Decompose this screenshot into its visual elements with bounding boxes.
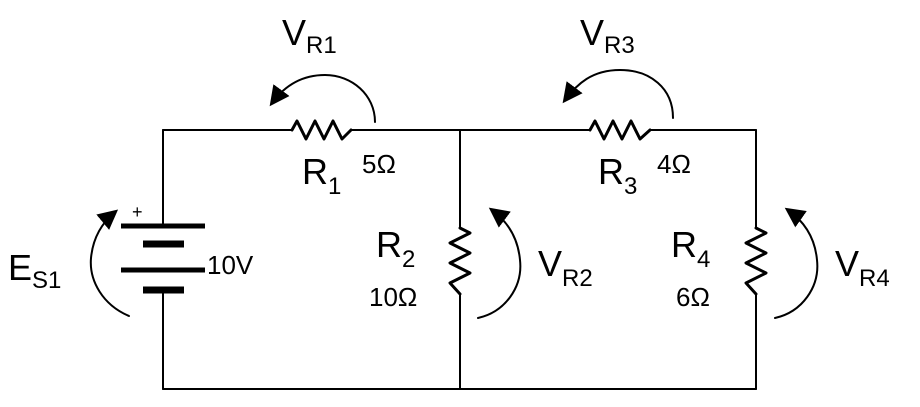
vr2-label: VR2 <box>538 243 593 292</box>
r2-value-label: 10Ω <box>369 282 417 312</box>
r3-value-label: 4Ω <box>657 149 691 179</box>
resistor-r1-zigzag <box>290 119 353 141</box>
r4-value-label: 6Ω <box>676 282 710 312</box>
vr4-label: VR4 <box>835 243 890 292</box>
resistor-r4-zigzag <box>744 226 768 296</box>
resistor-r2-zigzag <box>448 226 472 296</box>
r4-label: R4 <box>671 224 710 273</box>
resistor-r1 <box>290 119 353 141</box>
voltage-labels: VR1 VR3 VR2 VR4 <box>282 12 890 292</box>
vr3-arrow <box>562 69 674 119</box>
battery-source: + <box>121 202 205 294</box>
resistor-r2 <box>448 226 472 296</box>
vr3-label: VR3 <box>580 12 635 59</box>
es1-arrow <box>89 209 130 317</box>
resistor-r4 <box>744 226 768 296</box>
resistor-r3-zigzag <box>588 119 652 141</box>
vr4-arrow <box>774 207 819 319</box>
component-labels: ES1 10V R1 5Ω R3 4Ω R2 10Ω R4 6Ω <box>8 149 710 312</box>
circuit-wires <box>162 129 757 390</box>
voltage-arrows <box>89 69 819 319</box>
vr1-arrow <box>269 74 376 123</box>
r1-label: R1 <box>302 151 341 200</box>
r1-value-label: 5Ω <box>362 149 396 179</box>
battery-plus-sign: + <box>132 202 143 222</box>
resistor-r3 <box>588 119 652 141</box>
es1-label: ES1 <box>8 247 61 294</box>
r2-label: R2 <box>376 224 415 273</box>
vr1-label: VR1 <box>282 12 337 59</box>
vr2-arrow <box>477 207 522 319</box>
battery-value-label: 10V <box>207 250 254 280</box>
r3-label: R3 <box>598 151 637 200</box>
